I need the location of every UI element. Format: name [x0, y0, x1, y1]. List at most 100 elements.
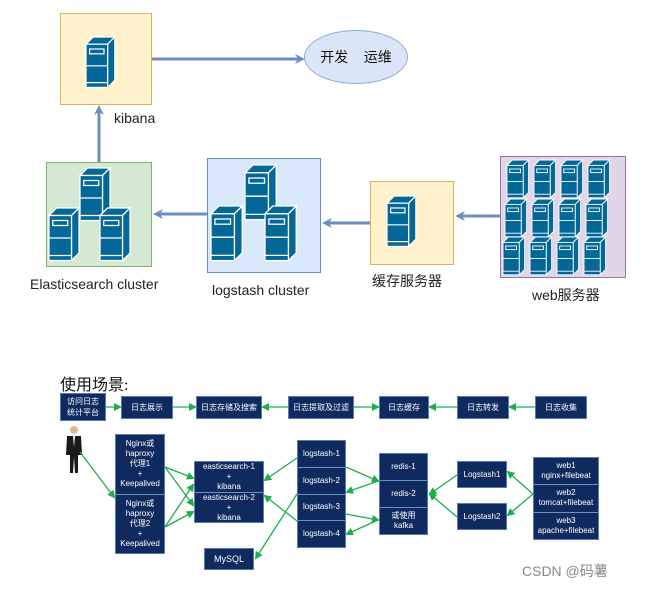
mysql-label: MySQL	[213, 553, 244, 564]
web-stack: web1 nginx+filebeat web2 tomcat+filebeat…	[533, 457, 599, 540]
web-server-icon	[560, 159, 584, 199]
es-line: kibana	[217, 513, 241, 522]
pipeline-step: 日志缓存	[379, 396, 429, 419]
logstash-server-icon	[210, 205, 243, 262]
pipeline-step: 访问日志 统计平台	[60, 393, 106, 421]
proxy-line: Nginx或	[125, 498, 155, 508]
redis-node: 或使用 kafka	[380, 508, 427, 534]
es-node: easticsearch-2 + kibana	[195, 493, 263, 523]
kibana-label: kibana	[114, 110, 156, 126]
logstash-node: logstash-3	[298, 495, 345, 522]
logstash-node-label: logstash-4	[303, 529, 340, 539]
proxy-line: haproxy	[125, 449, 155, 459]
proxy-line: Nginx或	[125, 439, 155, 449]
mysql-node: MySQL	[204, 548, 254, 570]
es-stack: easticsearch-1 + kibana easticsearch-2 +…	[194, 461, 264, 523]
logstash-node-label: logstash-2	[303, 475, 340, 485]
web-server-icon	[533, 159, 557, 199]
arrow-logstash-to-es	[263, 494, 298, 522]
cache-label: 缓存服务器	[372, 273, 442, 289]
shipper-label: Logstash1	[463, 470, 501, 479]
web-node: web2 tomcat+filebeat	[534, 485, 598, 513]
web-line: nginx+filebeat	[541, 471, 591, 481]
cache-server-icon	[386, 195, 417, 248]
pipeline-step-label: 日志提取及过滤	[293, 403, 349, 412]
proxy-line: Keepalived	[120, 538, 160, 548]
arrow-redis-to-logstash	[345, 519, 379, 536]
top-diagram-graphics	[48, 36, 611, 276]
logstash-server-icon	[264, 205, 297, 262]
web-server-icon	[502, 236, 526, 276]
user-figure-icon	[66, 426, 82, 473]
pipeline-step-label: 访问日志 统计平台	[67, 397, 99, 417]
es-server-icon	[48, 207, 80, 262]
logstash-node-label: logstash-1	[303, 448, 340, 458]
pipeline-step-label: 日志缓存	[388, 403, 420, 412]
elasticsearch-label: Elasticsearch cluster	[30, 276, 159, 292]
web-server-icon	[583, 236, 607, 276]
logstash-stack: logstash-1 logstash-2 logstash-3 logstas…	[297, 440, 346, 548]
logstash-node: logstash-4	[298, 521, 345, 547]
redis-node-label: redis-2	[391, 489, 416, 498]
proxy-line: haproxy	[125, 508, 155, 518]
web-server-icon	[531, 198, 555, 238]
proxy-stack: Nginx或 haproxy 代理1 + Keepalived Nginx或 h…	[115, 434, 165, 554]
arrow-proxy-to-es	[164, 466, 195, 480]
web-line: web3	[556, 515, 576, 525]
web-line: tomcat+filebeat	[538, 498, 594, 508]
pipeline-step-label: 日志存储及搜索	[201, 403, 257, 412]
logstash-label: logstash cluster	[212, 282, 310, 298]
shipper-node: Logstash2	[457, 503, 507, 530]
arrow-web-to-shipper	[506, 493, 534, 517]
web-label: web服务器	[532, 287, 600, 303]
arrow-logstash-to-redis	[345, 466, 380, 483]
logstash-node-label: logstash-3	[303, 502, 340, 512]
watermark: CSDN @码薯	[522, 563, 608, 579]
arrow-proxy-to-es	[164, 466, 195, 507]
web-node: web3 apache+filebeat	[534, 513, 598, 539]
redis-stack: redis-1 redis-2 或使用 kafka	[379, 453, 428, 535]
pipeline-step: 日志收集	[535, 396, 587, 419]
es-node: easticsearch-1 + kibana	[195, 462, 263, 493]
pipeline-step: 日志转发	[457, 396, 509, 419]
arrow-user-to-proxy	[79, 451, 116, 499]
web-server-icon	[506, 159, 530, 199]
arrow-proxy-to-es	[164, 511, 195, 528]
redis-node-label: redis-1	[391, 462, 416, 471]
proxy-line: +	[137, 469, 143, 479]
shipper-label: Logstash2	[463, 512, 501, 521]
es-line: easticsearch-1	[202, 462, 256, 471]
pipeline-step-label: 日志展示	[131, 403, 163, 412]
web-server-icon	[556, 236, 580, 276]
es-server-icon	[99, 207, 131, 262]
es-line: +	[226, 472, 232, 481]
web-server-icon	[587, 159, 611, 199]
arrow-web-to-shipper	[506, 470, 534, 495]
proxy-line: +	[137, 528, 143, 538]
es-line: kibana	[217, 482, 241, 491]
web-server-icon	[504, 198, 528, 238]
web-line: apache+filebeat	[537, 525, 595, 535]
proxy-line: Keepalived	[120, 479, 160, 489]
pipeline-step: 日志提取及过滤	[288, 396, 354, 419]
logstash-node: logstash-2	[298, 468, 345, 495]
proxy-node: Nginx或 haproxy 代理1 + Keepalived	[116, 435, 164, 495]
web-line: web2	[556, 488, 576, 498]
audience-ellipse: 开发 运维	[304, 30, 408, 84]
redis-node: redis-1	[380, 454, 427, 481]
arrow-shipper-to-redis	[428, 492, 458, 518]
scenario-title: 使用场景:	[60, 377, 129, 394]
redis-node-label: 或使用 kafka	[391, 511, 416, 530]
proxy-line: 代理1	[129, 459, 151, 469]
pipeline-step-label: 日志收集	[545, 403, 577, 412]
arrow-proxy-to-es	[164, 483, 195, 528]
logstash-node: logstash-1	[298, 441, 345, 468]
pipeline-step-label: 日志转发	[467, 403, 499, 412]
arrow-shipper-to-redis	[428, 474, 458, 496]
shipper-node: Logstash1	[457, 461, 507, 488]
arrow-logstash-to-es	[263, 457, 298, 482]
pipeline-step: 日志展示	[121, 396, 173, 419]
es-line: easticsearch-2	[202, 493, 256, 502]
web-line: web1	[556, 461, 576, 471]
proxy-line: 代理2	[129, 518, 151, 528]
